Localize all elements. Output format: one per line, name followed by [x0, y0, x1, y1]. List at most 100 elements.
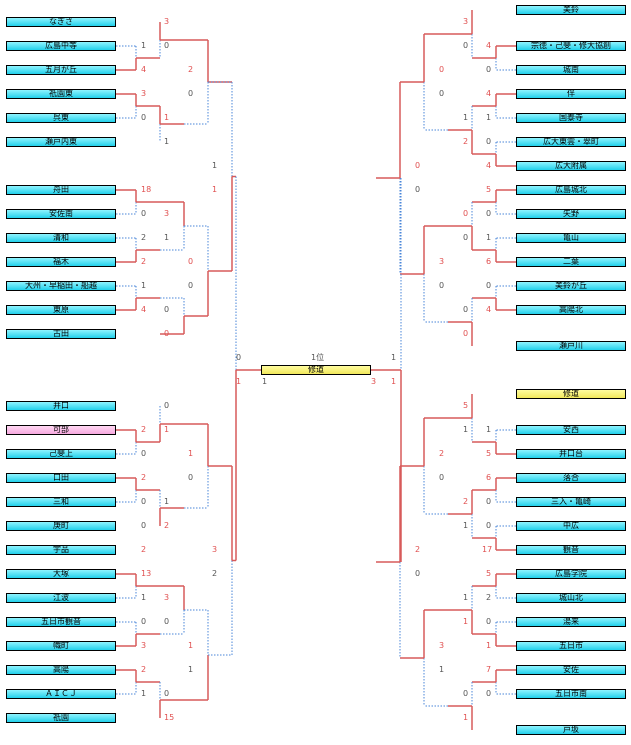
- score: 4: [486, 41, 492, 50]
- team-slot[interactable]: 五月が丘: [6, 65, 116, 75]
- score: 1: [463, 593, 469, 602]
- team-slot[interactable]: ＡＩＣＪ: [6, 689, 116, 699]
- team-slot[interactable]: 湯来: [516, 617, 626, 627]
- score: 0: [486, 689, 492, 698]
- score: 1: [463, 713, 469, 722]
- team-slot[interactable]: 矢野: [516, 209, 626, 219]
- team-slot[interactable]: 清和: [6, 233, 116, 243]
- team-slot[interactable]: 安西: [516, 425, 626, 435]
- score: 0: [164, 305, 170, 314]
- team-slot[interactable]: 三和: [6, 497, 116, 507]
- team-slot[interactable]: 亀山: [516, 233, 626, 243]
- team-slot[interactable]: 広島学院: [516, 569, 626, 579]
- score: 1: [164, 233, 170, 242]
- team-slot[interactable]: なぎさ: [6, 17, 116, 27]
- team-slot[interactable]: 観音: [516, 545, 626, 555]
- team-slot-highlighted[interactable]: 可部: [6, 425, 116, 435]
- final-score-right: 3: [371, 377, 377, 386]
- team-slot[interactable]: 江波: [6, 593, 116, 603]
- score: 0: [415, 185, 421, 194]
- team-slot[interactable]: 広大附属: [516, 161, 626, 171]
- team-slot[interactable]: 祇園東: [6, 89, 116, 99]
- score: 5: [486, 449, 492, 458]
- team-slot[interactable]: 己斐上: [6, 449, 116, 459]
- team-slot[interactable]: 安佐南: [6, 209, 116, 219]
- score: 5: [463, 401, 469, 410]
- team-slot[interactable]: 伴: [516, 89, 626, 99]
- team-slot[interactable]: 古田: [6, 329, 116, 339]
- score: 6: [486, 257, 492, 266]
- score: 1: [212, 161, 218, 170]
- score: 3: [439, 257, 445, 266]
- champion-slot[interactable]: 修道: [261, 365, 371, 375]
- team-slot[interactable]: 井口: [6, 401, 116, 411]
- score: 0: [486, 137, 492, 146]
- score: 0: [164, 617, 170, 626]
- team-slot[interactable]: 戸坂: [516, 725, 626, 735]
- team-slot[interactable]: 高陽: [6, 665, 116, 675]
- team-slot[interactable]: 祇園: [6, 713, 116, 723]
- team-slot[interactable]: 大塚: [6, 569, 116, 579]
- score: 0: [164, 401, 170, 410]
- score: 0: [439, 65, 445, 74]
- final-rank-label: 1位: [311, 353, 325, 362]
- team-slot[interactable]: 城南: [516, 65, 626, 75]
- score: 5: [486, 569, 492, 578]
- team-slot[interactable]: 高陽北: [516, 305, 626, 315]
- team-slot[interactable]: 幟町: [6, 641, 116, 651]
- score: 13: [141, 569, 152, 578]
- score: 1: [141, 281, 147, 290]
- score: 17: [482, 545, 493, 554]
- score: 0: [463, 209, 469, 218]
- team-slot[interactable]: 広島中等: [6, 41, 116, 51]
- team-slot[interactable]: 落合: [516, 473, 626, 483]
- team-slot[interactable]: 宗徳・己斐・修大協創: [516, 41, 626, 51]
- team-slot[interactable]: 美鈴: [516, 5, 626, 15]
- score: 1: [463, 113, 469, 122]
- team-slot[interactable]: 五日市: [516, 641, 626, 651]
- score: 0: [463, 41, 469, 50]
- team-slot[interactable]: 舟田: [6, 185, 116, 195]
- score: 0: [463, 689, 469, 698]
- team-slot[interactable]: 東原: [6, 305, 116, 315]
- team-slot[interactable]: 口田: [6, 473, 116, 483]
- score: 2: [141, 233, 147, 242]
- team-slot[interactable]: 庚町: [6, 521, 116, 531]
- score: 1: [188, 449, 194, 458]
- score: 0: [141, 113, 147, 122]
- team-slot[interactable]: 城山北: [516, 593, 626, 603]
- team-slot[interactable]: 五日市南: [516, 689, 626, 699]
- score: 2: [486, 593, 492, 602]
- team-slot-champion[interactable]: 修道: [516, 389, 626, 399]
- score: 1: [486, 113, 492, 122]
- team-slot[interactable]: 大州・早稲田・船越: [6, 281, 116, 291]
- score: 0: [141, 617, 147, 626]
- team-slot[interactable]: 五日市観音: [6, 617, 116, 627]
- final-score: 1: [391, 377, 397, 386]
- team-slot[interactable]: 井口台: [516, 449, 626, 459]
- score: 2: [141, 473, 147, 482]
- team-slot[interactable]: 広島城北: [516, 185, 626, 195]
- team-slot[interactable]: 二葉: [516, 257, 626, 267]
- team-slot[interactable]: 美鈴が丘: [516, 281, 626, 291]
- team-slot[interactable]: 中広: [516, 521, 626, 531]
- team-slot[interactable]: 安佐: [516, 665, 626, 675]
- final-score-left: 1: [262, 377, 268, 386]
- team-slot[interactable]: 国泰寺: [516, 113, 626, 123]
- team-slot[interactable]: 瀬戸内東: [6, 137, 116, 147]
- score: 1: [188, 641, 194, 650]
- score: 2: [463, 497, 469, 506]
- team-slot[interactable]: 呉東: [6, 113, 116, 123]
- team-slot[interactable]: 福木: [6, 257, 116, 267]
- team-slot[interactable]: 宇品: [6, 545, 116, 555]
- score: 0: [188, 473, 194, 482]
- score: 4: [141, 305, 147, 314]
- score: 4: [141, 65, 147, 74]
- team-slot[interactable]: 三入・亀崎: [516, 497, 626, 507]
- team-slot[interactable]: 広大東雲・翠町: [516, 137, 626, 147]
- team-slot[interactable]: 瀬戸川: [516, 341, 626, 351]
- score: 1: [486, 233, 492, 242]
- score: 0: [439, 281, 445, 290]
- score: 3: [164, 209, 170, 218]
